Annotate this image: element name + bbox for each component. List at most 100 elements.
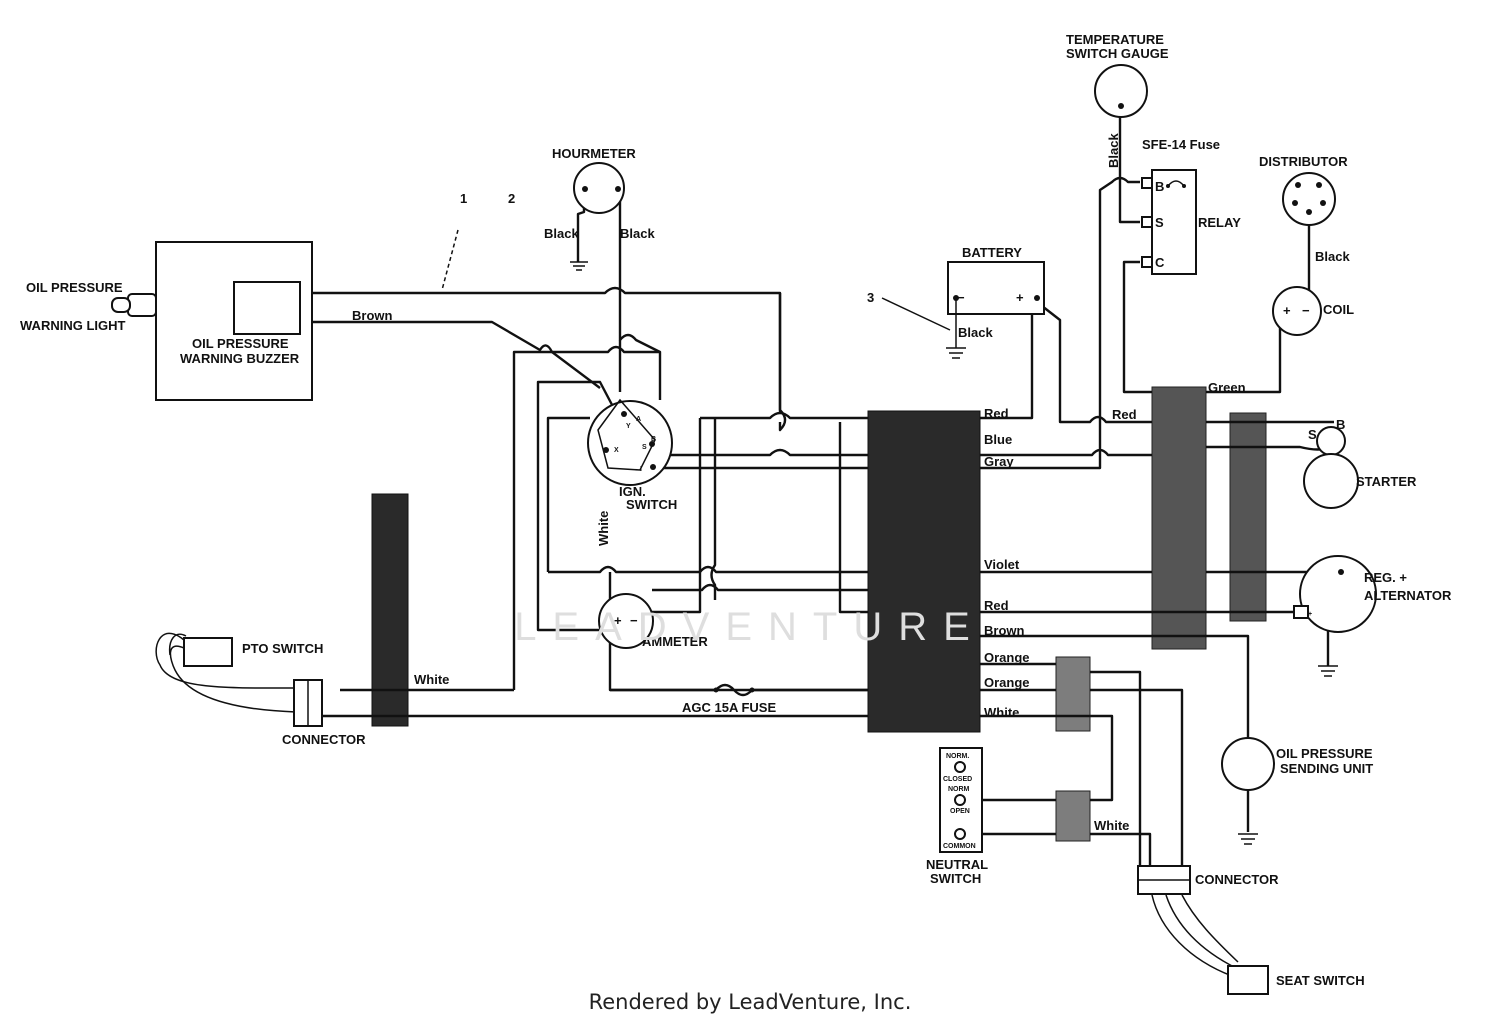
wire-label-black-temp: Black <box>1106 133 1121 168</box>
relay <box>1151 169 1197 275</box>
wire-label-black-hm-left: Black <box>544 226 579 241</box>
oil-pressure-sending-unit <box>1221 737 1275 791</box>
label-oil-sending-2: SENDING UNIT <box>1280 761 1373 776</box>
regulator-alternator <box>1299 555 1377 633</box>
hourmeter-gauge <box>573 162 625 214</box>
wire-label-white-lower: White <box>984 705 1019 720</box>
wire-label-black-hm-right: Black <box>620 226 655 241</box>
wire-label-white-neutral: White <box>1094 818 1129 833</box>
label-agc-fuse: AGC 15A FUSE <box>682 700 776 715</box>
oil-pressure-warning-light <box>111 293 157 317</box>
wire-labels: Brown Black Black White White Black Blac… <box>352 133 1350 833</box>
label-oil-pressure-light-2: WARNING LIGHT <box>20 318 125 333</box>
pto-switch <box>183 637 233 667</box>
wire-label-black-dist: Black <box>1315 249 1350 264</box>
label-starter: STARTER <box>1356 474 1417 489</box>
label-norm-closed-1: NORM. <box>946 753 969 760</box>
wire-label-brown-buzzer: Brown <box>352 308 393 323</box>
harness-bundle-left <box>371 493 409 727</box>
wire-label-red-relay: Red <box>1112 407 1137 422</box>
label-relay-s: S <box>1155 215 1164 230</box>
label-norm-closed-2: CLOSED <box>943 776 972 783</box>
seat-switch <box>1227 965 1269 995</box>
wire-label-orange-2: Orange <box>984 675 1030 690</box>
wire-label-blue: Blue <box>984 432 1012 447</box>
harness-bundle-main <box>867 410 981 733</box>
label-coil: COIL <box>1323 302 1354 317</box>
label-ign-switch-2: SWITCH <box>626 497 677 512</box>
label-battery: BATTERY <box>962 245 1022 260</box>
wire-label-white-vertical: White <box>596 511 611 546</box>
ammeter-plus: + <box>614 613 622 628</box>
label-common: COMMON <box>943 843 976 850</box>
ign-terminal-a: A <box>636 416 641 423</box>
label-temp-gauge-2: SWITCH GAUGE <box>1066 46 1169 61</box>
label-oil-pressure-buzzer-1: OIL PRESSURE <box>192 336 289 351</box>
wire-label-brown-lower: Brown <box>984 623 1025 638</box>
wire-label-white-pto: White <box>414 672 449 687</box>
battery-minus: − <box>957 290 965 305</box>
wire-label-violet: Violet <box>984 557 1020 572</box>
wires <box>155 106 1340 977</box>
starter-motor <box>1303 453 1359 509</box>
label-distributor: DISTRIBUTOR <box>1259 154 1348 169</box>
label-norm-open-1: NORM <box>948 786 970 793</box>
label-hourmeter: HOURMETER <box>552 146 636 161</box>
callout-1: 1 <box>460 191 467 206</box>
harness-bundle-relay <box>1151 386 1207 650</box>
ammeter-minus: − <box>630 613 638 628</box>
wire-label-orange-1: Orange <box>984 650 1030 665</box>
watermark: LEADVENTURE <box>514 605 986 649</box>
ign-terminal-i: I <box>640 466 642 473</box>
label-connector-left: CONNECTOR <box>282 732 366 747</box>
distributor <box>1282 172 1336 226</box>
label-neutral-switch-2: SWITCH <box>930 871 981 886</box>
ground-icon-sending-unit <box>1238 833 1258 845</box>
label-temp-gauge-1: TEMPERATURE <box>1066 32 1164 47</box>
label-norm-open-2: OPEN <box>950 808 970 815</box>
label-seat-switch: SEAT SWITCH <box>1276 973 1365 988</box>
wire-label-black-battery: Black <box>958 325 993 340</box>
label-ammeter: AMMETER <box>642 634 708 649</box>
coil-plus: + <box>1283 303 1291 318</box>
ground-icon-alternator <box>1318 665 1338 677</box>
label-reg-alternator-2: ALTERNATOR <box>1364 588 1452 603</box>
label-oil-pressure-light-1: OIL PRESSURE <box>26 280 123 295</box>
label-relay-b: B <box>1155 179 1164 194</box>
ignition-switch <box>587 400 673 486</box>
callout-2: 2 <box>508 191 515 206</box>
oil-pressure-warning-buzzer <box>233 281 301 335</box>
ign-terminal-y: Y <box>626 423 631 430</box>
ign-terminal-x: X <box>614 447 619 454</box>
ign-terminal-s: S <box>642 444 647 451</box>
ammeter-gauge <box>598 593 654 649</box>
alternator-plus: + <box>1308 611 1312 618</box>
harness-bundle-neutral <box>1055 790 1091 842</box>
wire-label-red-top: Red <box>984 406 1009 421</box>
coil <box>1272 286 1322 336</box>
callout-3: 3 <box>867 290 874 305</box>
label-starter-s: S <box>1308 427 1317 442</box>
label-oil-pressure-buzzer-2: WARNING BUZZER <box>180 351 300 366</box>
label-reg-alternator-1: REG. + <box>1364 570 1407 585</box>
label-oil-sending-1: OIL PRESSURE <box>1276 746 1373 761</box>
coil-minus: − <box>1302 303 1310 318</box>
battery-plus: + <box>1016 290 1024 305</box>
label-sfe-fuse: SFE-14 Fuse <box>1142 137 1220 152</box>
label-pto-switch: PTO SWITCH <box>242 641 323 656</box>
label-relay: RELAY <box>1198 215 1241 230</box>
label-starter-b: B <box>1336 417 1345 432</box>
label-relay-c: C <box>1155 255 1165 270</box>
wire-label-gray: Gray <box>984 454 1014 469</box>
ign-terminal-b: B <box>651 436 656 443</box>
battery <box>947 261 1045 315</box>
harness-bundle-starter <box>1229 412 1267 622</box>
footer-credit: Rendered by LeadVenture, Inc. <box>588 990 912 1014</box>
label-ign-switch-1: IGN. <box>619 484 646 499</box>
label-connector-right: CONNECTOR <box>1195 872 1279 887</box>
ground-icon-battery <box>946 298 966 359</box>
temperature-switch-gauge <box>1094 64 1148 118</box>
component-labels: OIL PRESSURE WARNING LIGHT OIL PRESSURE … <box>20 32 1452 988</box>
wire-label-red-lower: Red <box>984 598 1009 613</box>
